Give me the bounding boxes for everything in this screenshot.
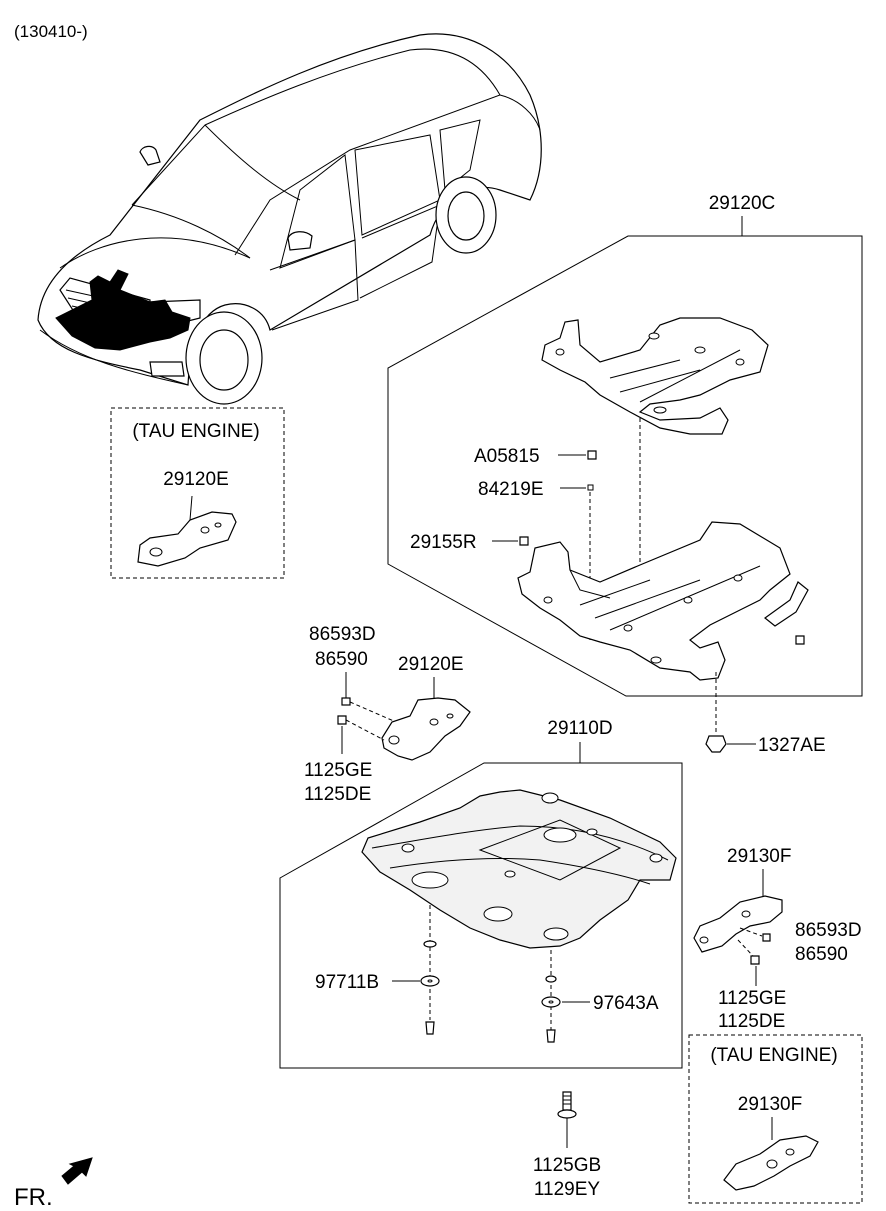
- label-1125DE-left: 1125DE: [304, 784, 371, 805]
- label-29120E-mid: 29120E: [398, 654, 464, 675]
- tau-engine-label-left: (TAU ENGINE): [132, 421, 259, 442]
- group-outline-29120C: [387, 235, 863, 697]
- label-1125DE-right: 1125DE: [718, 1011, 785, 1032]
- group-outline-29110D: [279, 762, 683, 1069]
- bolt-1125GE-left: [337, 715, 347, 725]
- label-A05815: A05815: [474, 446, 540, 467]
- front-arrow-icon: [61, 1157, 93, 1185]
- label-86593D-left: 86593D: [309, 624, 376, 645]
- label-1327AE: 1327AE: [758, 735, 826, 756]
- tau-engine-box-left: [110, 407, 285, 579]
- label-86590-right: 86590: [795, 944, 848, 965]
- bracket-29130F-tau: [723, 1135, 819, 1191]
- label-29120E-tau: 29120E: [163, 469, 229, 490]
- diagram-code: (130410-): [14, 22, 88, 41]
- label-97643A: 97643A: [593, 993, 659, 1014]
- fastener-29155R: [492, 536, 529, 546]
- label-1129EY: 1129EY: [534, 1179, 601, 1200]
- nut-1327AE: [705, 735, 756, 753]
- label-86590-left: 86590: [315, 649, 368, 670]
- clip-86593D-left: [341, 697, 351, 706]
- tau-engine-box-right: [688, 1034, 863, 1204]
- label-1125GB: 1125GB: [533, 1155, 601, 1176]
- clip-97711B: [392, 940, 440, 1035]
- under-cover-29110D: [361, 789, 677, 949]
- lower-plate: [517, 521, 809, 681]
- bolt-1125GE-right: [750, 955, 760, 965]
- label-29155R: 29155R: [410, 532, 477, 553]
- label-97711B: 97711B: [315, 972, 379, 993]
- label-29120C: 29120C: [709, 193, 776, 214]
- label-29130F-tau: 29130F: [738, 1094, 802, 1115]
- bolt-1125GB: [557, 1091, 577, 1148]
- clip-97643A: [541, 975, 590, 1043]
- bracket-29120E: [381, 697, 471, 761]
- label-84219E: 84219E: [478, 479, 544, 500]
- tau-engine-label-right: (TAU ENGINE): [710, 1045, 837, 1066]
- label-29110D: 29110D: [547, 718, 612, 739]
- label-86593D-right: 86593D: [795, 920, 862, 941]
- front-direction-label: FR.: [14, 1184, 53, 1211]
- label-1125GE-right: 1125GE: [718, 988, 786, 1009]
- clip-86593D-right: [762, 933, 771, 942]
- fastener-84219E: [560, 484, 594, 640]
- label-29130F-mid: 29130F: [727, 846, 791, 867]
- bracket-29120E-tau: [137, 495, 237, 567]
- vehicle-illustration: [37, 33, 542, 405]
- fastener-A05815: [558, 450, 597, 460]
- upper-plate: [541, 317, 769, 435]
- bracket-29130F: [693, 895, 783, 953]
- label-1125GE-left: 1125GE: [304, 760, 372, 781]
